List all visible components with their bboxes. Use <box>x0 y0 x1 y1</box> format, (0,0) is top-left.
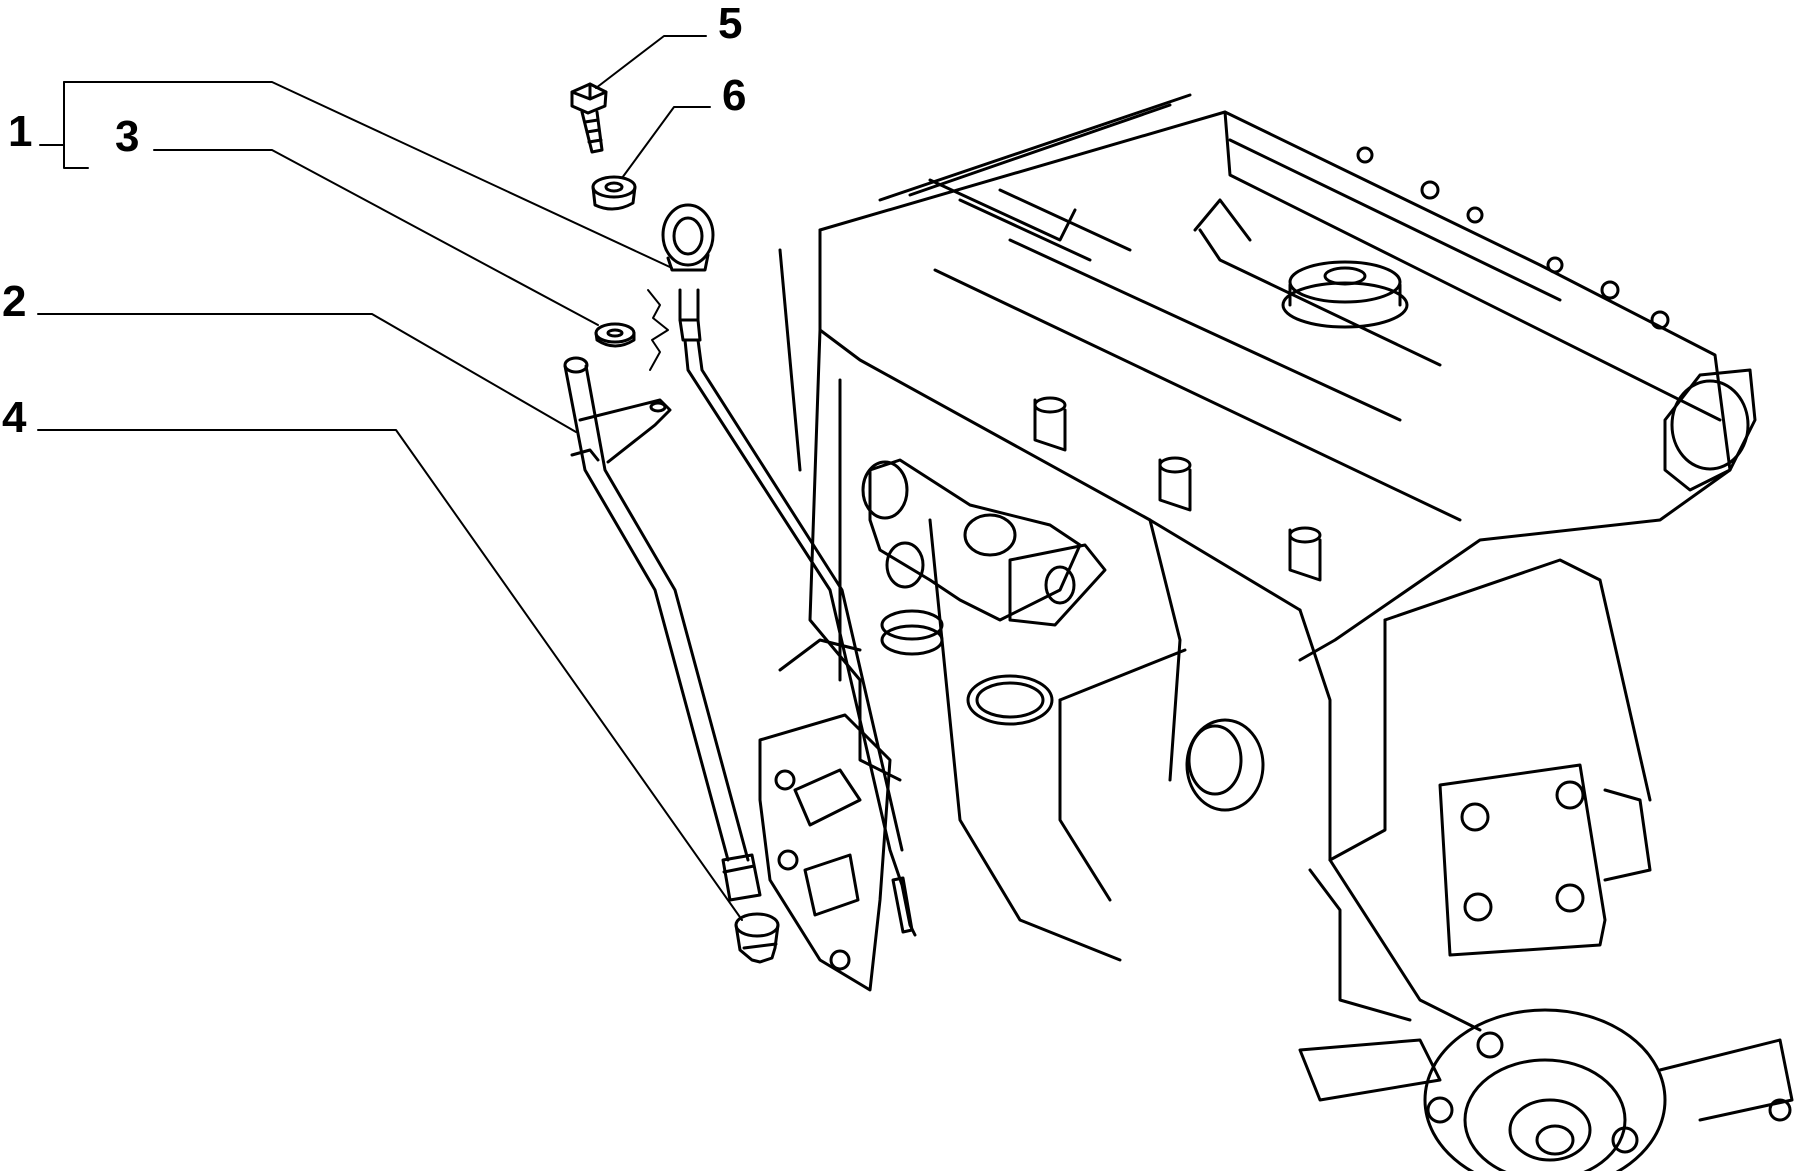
engine-block <box>758 93 1794 1176</box>
part-dipstick <box>661 203 917 937</box>
part-guide-tube <box>563 356 762 902</box>
leader-lines <box>37 35 743 921</box>
leader-4 <box>37 429 743 921</box>
leader-1 <box>63 81 673 269</box>
leader-1-brace <box>647 289 669 371</box>
part-spacer <box>591 175 637 211</box>
leader-6 <box>621 106 711 179</box>
callout-5: 5 <box>718 0 743 48</box>
callout-3: 3 <box>115 112 140 161</box>
callout-2: 2 <box>2 277 27 326</box>
leader-2 <box>37 313 577 433</box>
callout-1: 1 <box>8 107 33 156</box>
part-grommet <box>734 912 780 964</box>
leader-1-bracket <box>63 81 89 169</box>
callout-4: 4 <box>2 393 27 442</box>
callout-6: 6 <box>722 71 747 120</box>
part-bolt <box>570 82 608 154</box>
part-washer <box>594 322 636 348</box>
leader-3 <box>153 149 599 326</box>
leader-5 <box>595 35 707 89</box>
